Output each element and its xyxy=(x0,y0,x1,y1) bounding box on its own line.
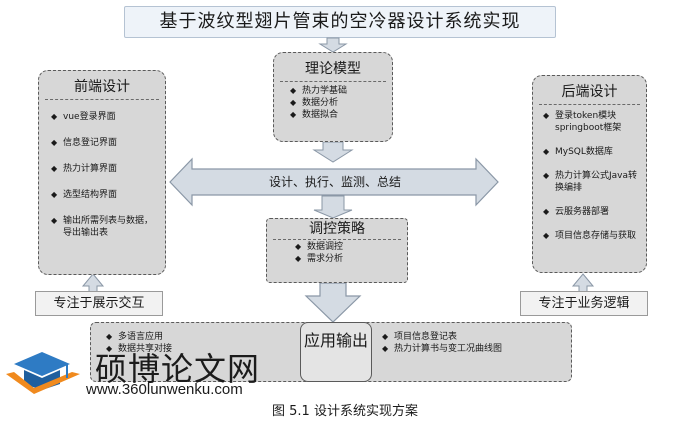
bullet-diamond-icon: ◆ xyxy=(51,190,58,199)
bullet-diamond-icon: ◆ xyxy=(543,147,550,156)
bullet-diamond-icon: ◆ xyxy=(290,110,297,119)
frontend-item: ◆输出所需列表与数据，导出输出表 xyxy=(51,216,154,238)
output-item: ◆数据共享对接 xyxy=(106,344,173,354)
graduation-cap-logo-icon xyxy=(6,352,80,394)
bullet-diamond-icon: ◆ xyxy=(543,171,550,180)
output-left-list: ◆多语言应用 ◆数据共享对接 xyxy=(104,331,284,355)
theory-item: ◆热力学基础 xyxy=(290,86,348,96)
output-right-list: ◆项目信息登记表 ◆热力计算书与变工况曲线图 xyxy=(380,331,570,355)
control-panel: 调控策略 ◆数据调控 ◆需求分析 xyxy=(266,218,408,283)
backend-footer: 专注于业务逻辑 xyxy=(520,291,648,316)
backend-item: ◆云服务器部署 xyxy=(543,207,610,217)
frontend-panel: 前端设计 ◆vue登录界面 ◆信息登记界面 ◆热力计算界面 ◆选型结构界面 ◆输… xyxy=(38,70,166,275)
frontend-list: ◆vue登录界面 ◆信息登记界面 ◆热力计算界面 ◆选型结构界面 ◆输出所需列表… xyxy=(49,111,161,239)
backend-item: ◆热力计算公式Java转换编排 xyxy=(543,171,638,193)
theory-item: ◆数据拟合 xyxy=(290,110,339,120)
bullet-diamond-icon: ◆ xyxy=(543,231,550,240)
control-item: ◆数据调控 xyxy=(295,242,344,252)
backend-heading: 后端设计 xyxy=(539,80,640,105)
theory-panel: 理论模型 ◆热力学基础 ◆数据分析 ◆数据拟合 xyxy=(273,52,393,142)
bullet-diamond-icon: ◆ xyxy=(543,207,550,216)
bullet-diamond-icon: ◆ xyxy=(382,344,389,353)
backend-item: ◆MySQL数据库 xyxy=(543,147,613,157)
theory-heading: 理论模型 xyxy=(280,57,386,82)
bullet-diamond-icon: ◆ xyxy=(51,138,58,147)
frontend-item: ◆热力计算界面 xyxy=(51,164,118,174)
bullet-diamond-icon: ◆ xyxy=(290,98,297,107)
control-heading: 调控策略 xyxy=(273,219,401,240)
figure-caption: 图 5.1 设计系统实现方案 xyxy=(272,404,418,419)
bullet-diamond-icon: ◆ xyxy=(106,344,113,353)
frontend-up-arrow xyxy=(81,273,105,293)
watermark-url: www.360lunwenku.com xyxy=(86,381,243,398)
bullet-diamond-icon: ◆ xyxy=(543,111,550,120)
bullet-diamond-icon: ◆ xyxy=(382,332,389,341)
bullet-diamond-icon: ◆ xyxy=(295,254,302,263)
horizontal-double-arrow xyxy=(169,157,499,207)
diagram-title-box: 基于波纹型翅片管束的空冷器设计系统实现 xyxy=(124,6,556,38)
frontend-item: ◆信息登记界面 xyxy=(51,138,118,148)
backend-list: ◆登录token模块springboot框架 ◆MySQL数据库 ◆热力计算公式… xyxy=(541,110,643,242)
backend-item: ◆登录token模块springboot框架 xyxy=(543,111,622,133)
backend-panel: 后端设计 ◆登录token模块springboot框架 ◆MySQL数据库 ◆热… xyxy=(532,75,647,273)
output-heading: 应用输出 xyxy=(303,331,368,350)
output-item: ◆热力计算书与变工况曲线图 xyxy=(382,344,503,354)
output-item: ◆多语言应用 xyxy=(106,332,164,342)
bullet-diamond-icon: ◆ xyxy=(51,216,58,225)
frontend-heading: 前端设计 xyxy=(45,75,159,100)
frontend-item: ◆vue登录界面 xyxy=(51,112,116,122)
control-list: ◆数据调控 ◆需求分析 xyxy=(293,241,403,265)
watermark-text: 硕博论文网 xyxy=(95,350,261,388)
backend-up-arrow xyxy=(571,273,595,293)
output-heading-box: 应用输出 xyxy=(300,322,372,382)
theory-item: ◆数据分析 xyxy=(290,98,339,108)
bullet-diamond-icon: ◆ xyxy=(51,112,58,121)
bullet-diamond-icon: ◆ xyxy=(290,86,297,95)
backend-item: ◆项目信息存储与获取 xyxy=(543,231,637,241)
center-arrow-label: 设计、执行、监测、总结 xyxy=(268,175,401,189)
control-down-arrow xyxy=(304,282,362,323)
frontend-item: ◆选型结构界面 xyxy=(51,190,118,200)
title-down-arrow xyxy=(318,37,348,53)
theory-list: ◆热力学基础 ◆数据分析 ◆数据拟合 xyxy=(288,85,392,121)
bullet-diamond-icon: ◆ xyxy=(106,332,113,341)
output-item: ◆项目信息登记表 xyxy=(382,332,458,342)
center-to-control-arrow xyxy=(313,195,353,219)
theory-down-arrow xyxy=(312,141,354,163)
bullet-diamond-icon: ◆ xyxy=(51,164,58,173)
bullet-diamond-icon: ◆ xyxy=(295,242,302,251)
diagram-title: 基于波纹型翅片管束的空冷器设计系统实现 xyxy=(159,11,521,32)
frontend-footer: 专注于展示交互 xyxy=(35,291,163,316)
control-item: ◆需求分析 xyxy=(295,254,344,264)
